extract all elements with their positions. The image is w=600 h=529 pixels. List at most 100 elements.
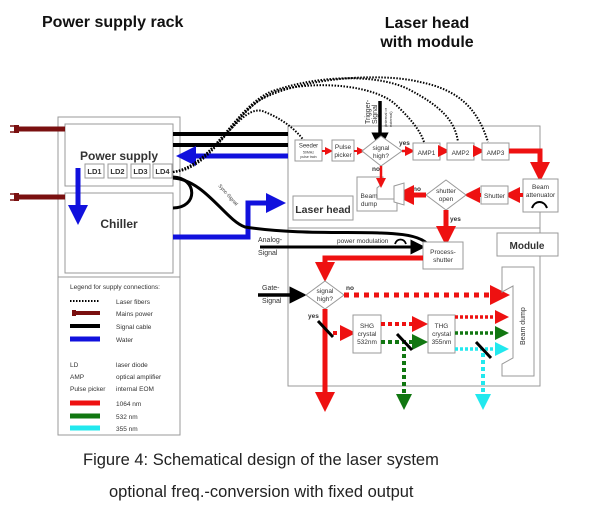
pulse-picker-label-1: Pulse: [335, 144, 352, 151]
shutter-label: Shutter: [484, 193, 506, 200]
beam-attenuator-label-1: Beam: [532, 184, 549, 191]
legend: Legend for supply connections: Laser fib…: [57, 276, 181, 436]
decision-yes: yes: [399, 140, 410, 147]
module-label: Module: [510, 241, 545, 252]
decision-no: no: [372, 166, 380, 173]
ld4-box: [152, 163, 173, 179]
legend-abbr-picker-meaning: internal EOM: [116, 386, 154, 393]
legend-1064: 1064 nm: [116, 401, 141, 408]
mirror-3: [474, 340, 493, 360]
module-label-box: [496, 232, 559, 257]
thg-label-3: 355nm: [432, 339, 452, 346]
laser-head-title: Laser head: [385, 15, 469, 32]
pulse-picker-label-2: picker: [334, 152, 352, 159]
beam-dump-module-label: Beam dump: [520, 307, 527, 345]
trigger-label-2: Signal: [372, 104, 379, 124]
laser-fibers: [172, 76, 489, 173]
legend-abbr-picker: Pulse picker: [70, 386, 106, 393]
mains-plug-1: [10, 125, 65, 133]
seeder-sub2: pulse train: [300, 155, 316, 159]
beam-attenuator-label-2: attenuator: [526, 192, 556, 199]
sync-signal-cable: [172, 176, 432, 249]
beam-dump-module: [501, 266, 535, 377]
caption-line-2: optional freq.-conversion with fixed out…: [109, 483, 414, 501]
legend-abbr-ld-meaning: laser diode: [116, 362, 148, 369]
beam-dump-label-2: dump: [361, 201, 378, 208]
laser-head-label: Laser head: [295, 204, 350, 216]
ld4-label: LD4: [155, 167, 170, 176]
laser-head-subtitle: with module: [379, 34, 473, 51]
decision-label-1: signal: [373, 145, 391, 152]
legend-355: 355 nm: [116, 426, 138, 433]
mirror-2: [395, 332, 414, 352]
laser-diodes: LD1 LD2 LD3 LD4: [84, 163, 173, 179]
power-rack-title: Power supply rack: [42, 14, 183, 31]
gate-label-1: Gate-: [262, 285, 280, 292]
sync-signal-label: Sync-Signal: [217, 183, 239, 207]
process-shutter-label-1: Process-: [430, 249, 456, 256]
shg-label-1: SHG: [360, 323, 374, 330]
trigger-note-2: external): [388, 111, 393, 127]
beam-dump-opening: [393, 182, 405, 206]
legend-laser-fibers: Laser fibers: [116, 299, 151, 306]
amp3-to-attenuator: [509, 148, 550, 182]
legend-water: Water: [116, 337, 134, 344]
power-modulation-label: power modulation: [337, 238, 389, 245]
shg-label-3: 532nm: [357, 339, 377, 346]
legend-signal-cable: Signal cable: [116, 324, 152, 331]
mains-plug-2: [10, 193, 65, 201]
chiller-box: [64, 192, 174, 274]
trigger-note-1: (internal or: [383, 107, 388, 127]
amp2-label: AMP2: [452, 150, 470, 157]
amp1-label: AMP1: [418, 150, 436, 157]
amp3-label: AMP3: [487, 150, 505, 157]
gate-decision-label-1: signal: [317, 288, 335, 295]
trigger-label-1: Trigger-: [365, 99, 372, 124]
gate-yes: yes: [308, 313, 319, 320]
thg-label-2: crystal: [432, 331, 451, 338]
decision-label-2: high?: [373, 153, 389, 160]
legend-mains-power: Mains power: [116, 311, 154, 318]
analog-label-1: Analog-: [258, 237, 283, 244]
chiller-label: Chiller: [100, 217, 138, 231]
analog-label-2: Signal: [258, 250, 278, 257]
power-supply-label: Power supply: [80, 149, 158, 163]
process-to-gate-decision: [315, 255, 423, 282]
shutter-open-label-1: shutter: [436, 188, 457, 195]
attenuator-knob-icon: [531, 201, 548, 209]
shg-crystal-box: [352, 314, 382, 354]
shutter-open-label-2: open: [439, 196, 454, 203]
legend-532: 532 nm: [116, 414, 138, 421]
seeder-sub1: 50MHz: [303, 151, 314, 155]
shutter-yes: yes: [450, 216, 461, 223]
legend-abbr-amp-meaning: optical amplifier: [116, 374, 162, 381]
beam-attenuator-box: [522, 178, 559, 213]
seeder-label: Seeder: [299, 144, 318, 150]
gate-decision-label-2: high?: [317, 296, 333, 303]
water-supply: [173, 193, 286, 240]
ld3-box: [130, 163, 151, 179]
ld1-label: LD1: [87, 167, 101, 176]
legend-abbr-amp: AMP: [70, 374, 84, 381]
mirror-1: [316, 319, 335, 339]
ld3-label: LD3: [133, 167, 147, 176]
shg-label-2: crystal: [358, 331, 377, 338]
thg-crystal-box: [427, 314, 456, 354]
process-shutter-label-2: shutter: [433, 257, 454, 264]
thg-label-1: THG: [435, 323, 449, 330]
gate-label-2: Signal: [262, 298, 282, 305]
laser-head-label-box: [292, 195, 354, 221]
legend-abbr-ld: LD: [70, 362, 79, 369]
shutter-no: no: [413, 186, 421, 193]
power-modulation-knob-icon: [394, 238, 407, 245]
legend-title: Legend for supply connections:: [70, 284, 160, 291]
beam-dump-label-1: Beam: [361, 193, 378, 200]
ld1-box: [84, 163, 105, 179]
ld2-box: [107, 163, 128, 179]
caption-line-1: Figure 4: Schematical design of the lase…: [83, 451, 439, 469]
gate-no: no: [346, 285, 354, 292]
ld2-label: LD2: [110, 167, 124, 176]
legend-frame: [57, 276, 181, 436]
legend-mains-plug-icon: [72, 310, 76, 316]
